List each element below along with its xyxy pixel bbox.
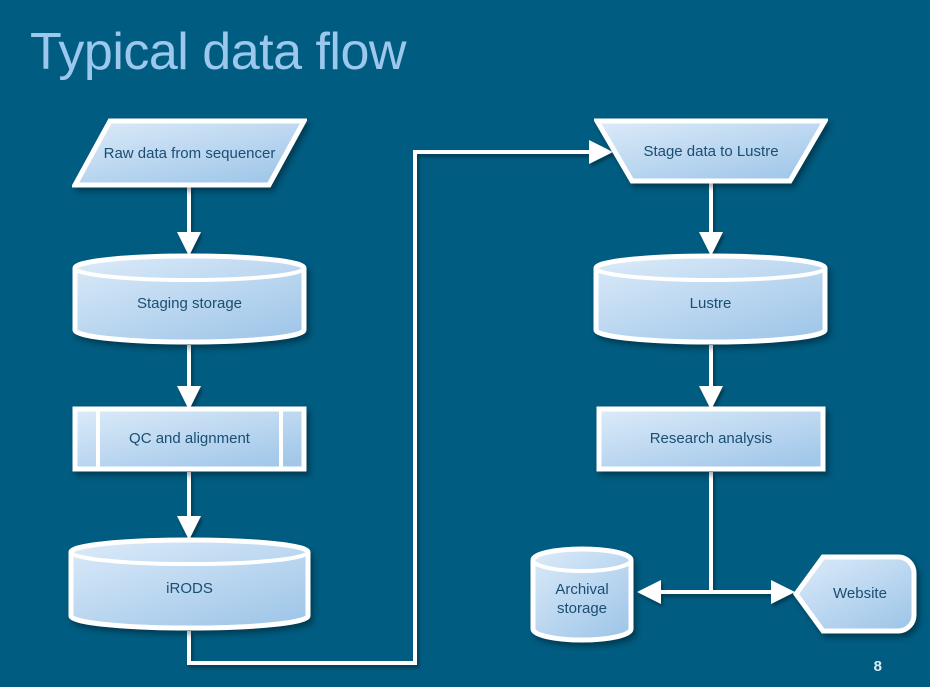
node-archival-storage[interactable]: Archival storage — [530, 546, 634, 643]
node-website[interactable]: Website — [793, 553, 917, 635]
connector-staging-to-qc — [177, 345, 201, 410]
page-title: Typical data flow — [30, 23, 406, 81]
node-stage-to-lustre[interactable]: Stage data to Lustre — [594, 118, 828, 184]
node-raw-data[interactable]: Raw data from sequencer — [72, 118, 307, 188]
rectangle-shape — [596, 406, 826, 472]
node-staging-storage[interactable]: Staging storage — [72, 253, 307, 345]
cylinder-shape — [593, 253, 828, 345]
cylinder-shape — [68, 537, 311, 631]
cylinder-shape — [72, 253, 307, 345]
pentagon-tag-shape — [793, 553, 917, 635]
node-irods[interactable]: iRODS — [68, 537, 311, 631]
page-number: 8 — [873, 658, 882, 675]
cylinder-shape — [530, 546, 634, 643]
parallelogram-shape — [72, 118, 307, 188]
connector-qc-to-irods — [177, 472, 201, 540]
predefined-process-shape — [72, 406, 307, 472]
connector-stage-to-lustre-cyl — [699, 182, 723, 256]
connector-research-to-archival-and-website — [637, 472, 795, 604]
node-research-analysis[interactable]: Research analysis — [596, 406, 826, 472]
node-lustre[interactable]: Lustre — [593, 253, 828, 345]
connector-lustre-to-research — [699, 345, 723, 410]
node-qc-alignment[interactable]: QC and alignment — [72, 406, 307, 472]
connector-raw-to-staging — [177, 186, 201, 256]
trapezoid-shape — [594, 118, 828, 184]
